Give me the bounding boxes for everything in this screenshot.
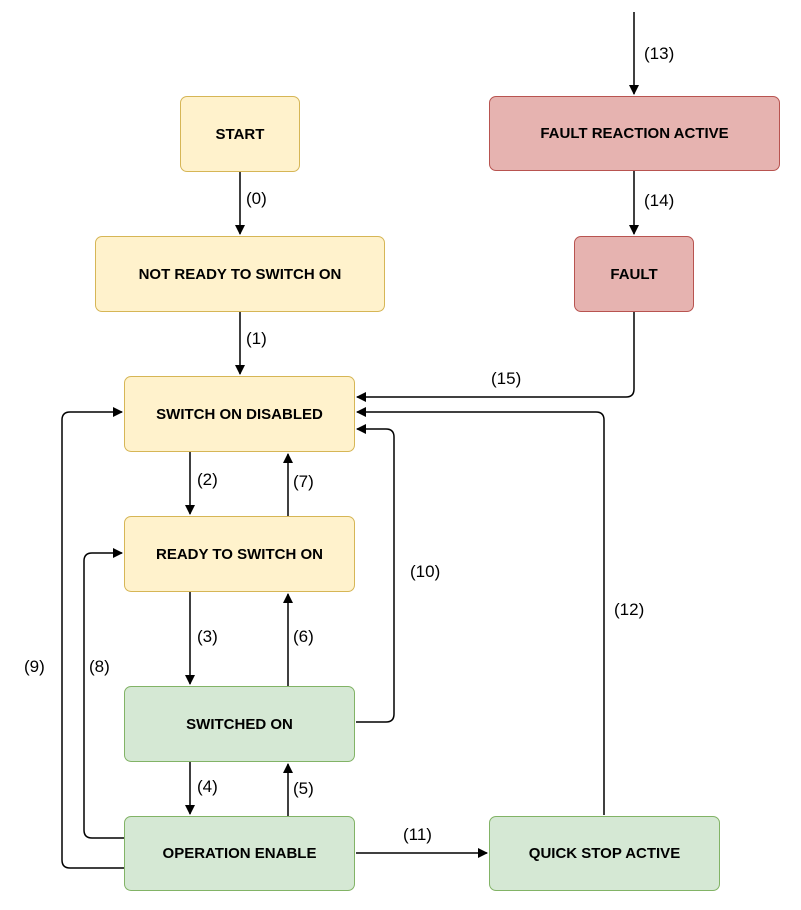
label-t0: (0) xyxy=(246,189,267,208)
arrow-t8 xyxy=(83,548,124,839)
arrow-t9 xyxy=(61,407,124,869)
label-t14: (14) xyxy=(644,191,675,210)
state-switched-on: SWITCHED ON xyxy=(124,686,355,762)
label-t13: (13) xyxy=(644,44,675,63)
label-t2: (2) xyxy=(197,470,218,489)
state-quick-stop-active: QUICK STOP ACTIVE xyxy=(489,816,720,891)
label-t9: (9) xyxy=(24,657,45,676)
state-fault: FAULT xyxy=(574,236,694,312)
label-t3: (3) xyxy=(197,627,218,646)
label-t4: (4) xyxy=(197,777,218,796)
arrow-t12 xyxy=(356,407,605,815)
label-t11: (11) xyxy=(403,825,432,844)
state-operation-enable: OPERATION ENABLE xyxy=(124,816,355,891)
state-fault-reaction-active: FAULT REACTION ACTIVE xyxy=(489,96,780,171)
label-t1: (1) xyxy=(246,329,267,348)
state-start: START xyxy=(180,96,300,172)
label-t15: (15) xyxy=(491,369,522,388)
state-ready-to-switch-on: READY TO SWITCH ON xyxy=(124,516,355,592)
label-t10: (10) xyxy=(410,562,441,581)
state-not-ready-to-switch-on: NOT READY TO SWITCH ON xyxy=(95,236,385,312)
arrow-t10 xyxy=(356,424,395,723)
label-t6: (6) xyxy=(293,627,314,646)
label-t7: (7) xyxy=(293,472,314,491)
arrow-t15 xyxy=(356,312,635,402)
label-t5: (5) xyxy=(293,779,314,798)
state-switch-on-disabled: SWITCH ON DISABLED xyxy=(124,376,355,452)
label-t8: (8) xyxy=(89,657,110,676)
label-t12: (12) xyxy=(614,600,645,619)
